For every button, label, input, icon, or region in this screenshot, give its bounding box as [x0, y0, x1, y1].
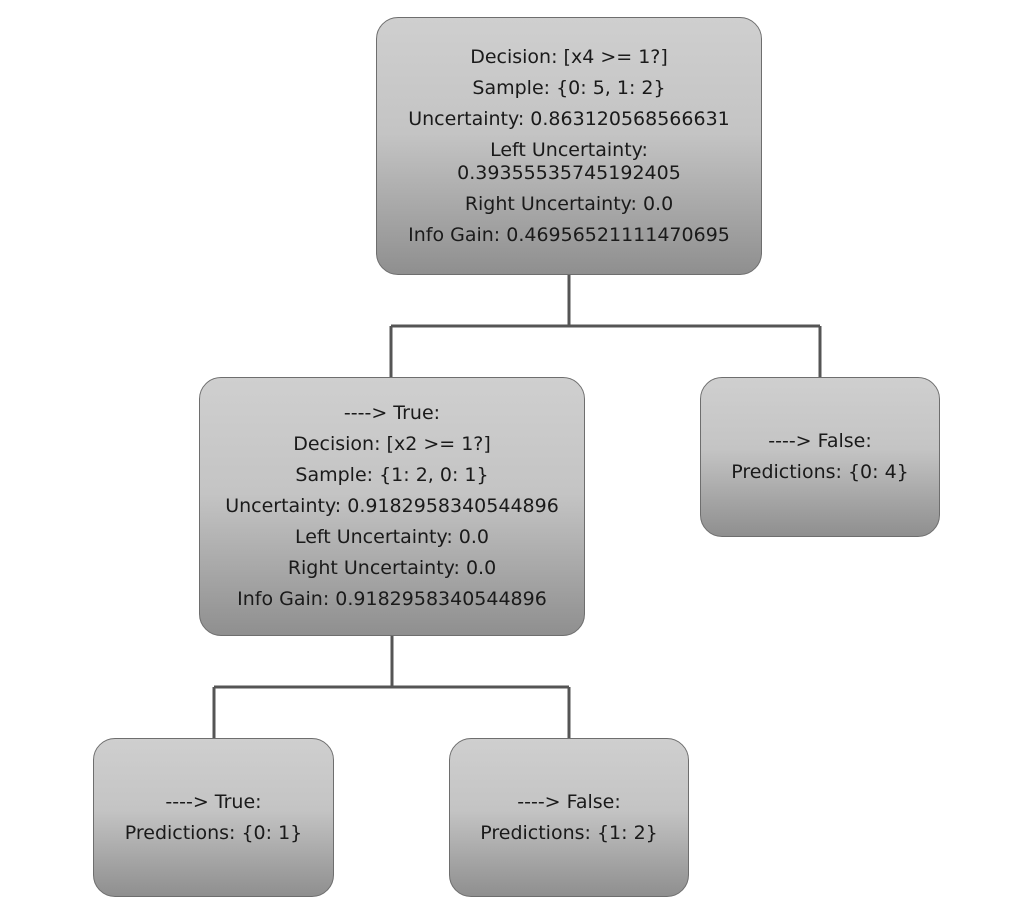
true-true-leaf-predictions: Predictions: {0: 1} — [124, 821, 303, 844]
false-leaf-node: ----> False: Predictions: {0: 4} — [700, 377, 940, 537]
root-sample: Sample: {0: 5, 1: 2} — [472, 76, 666, 99]
root-left-uncertainty-value: 0.39355535745192405 — [457, 161, 681, 184]
true-branch-label: ----> True: — [343, 402, 441, 424]
true-branch-sample: Sample: {1: 2, 0: 1} — [295, 464, 489, 486]
true-branch-right-uncertainty: Right Uncertainty: 0.0 — [287, 557, 497, 579]
root-uncertainty: Uncertainty: 0.863120568566631 — [408, 107, 730, 130]
true-false-leaf-node: ----> False: Predictions: {1: 2} — [449, 738, 689, 897]
true-branch-left-uncertainty: Left Uncertainty: 0.0 — [294, 526, 490, 548]
true-false-leaf-label: ----> False: — [517, 790, 621, 813]
true-branch-info-gain: Info Gain: 0.9182958340544896 — [237, 588, 547, 610]
false-leaf-predictions: Predictions: {0: 4} — [731, 461, 909, 483]
root-decision-node: Decision: [x4 >= 1?] Sample: {0: 5, 1: 2… — [376, 17, 762, 275]
root-decision: Decision: [x4 >= 1?] — [470, 45, 668, 68]
true-true-leaf-label: ----> True: — [165, 790, 262, 813]
root-right-uncertainty: Right Uncertainty: 0.0 — [464, 192, 674, 215]
true-true-leaf-node: ----> True: Predictions: {0: 1} — [93, 738, 334, 897]
true-branch-decision: Decision: [x2 >= 1?] — [293, 433, 491, 455]
root-left-uncertainty-label: Left Uncertainty: — [490, 138, 648, 161]
false-leaf-label: ----> False: — [768, 430, 872, 452]
true-branch-decision-node: ----> True: Decision: [x2 >= 1?] Sample:… — [199, 377, 585, 636]
true-false-leaf-predictions: Predictions: {1: 2} — [480, 821, 658, 844]
root-info-gain: Info Gain: 0.46956521111470695 — [408, 223, 730, 246]
true-branch-uncertainty: Uncertainty: 0.9182958340544896 — [225, 495, 559, 517]
